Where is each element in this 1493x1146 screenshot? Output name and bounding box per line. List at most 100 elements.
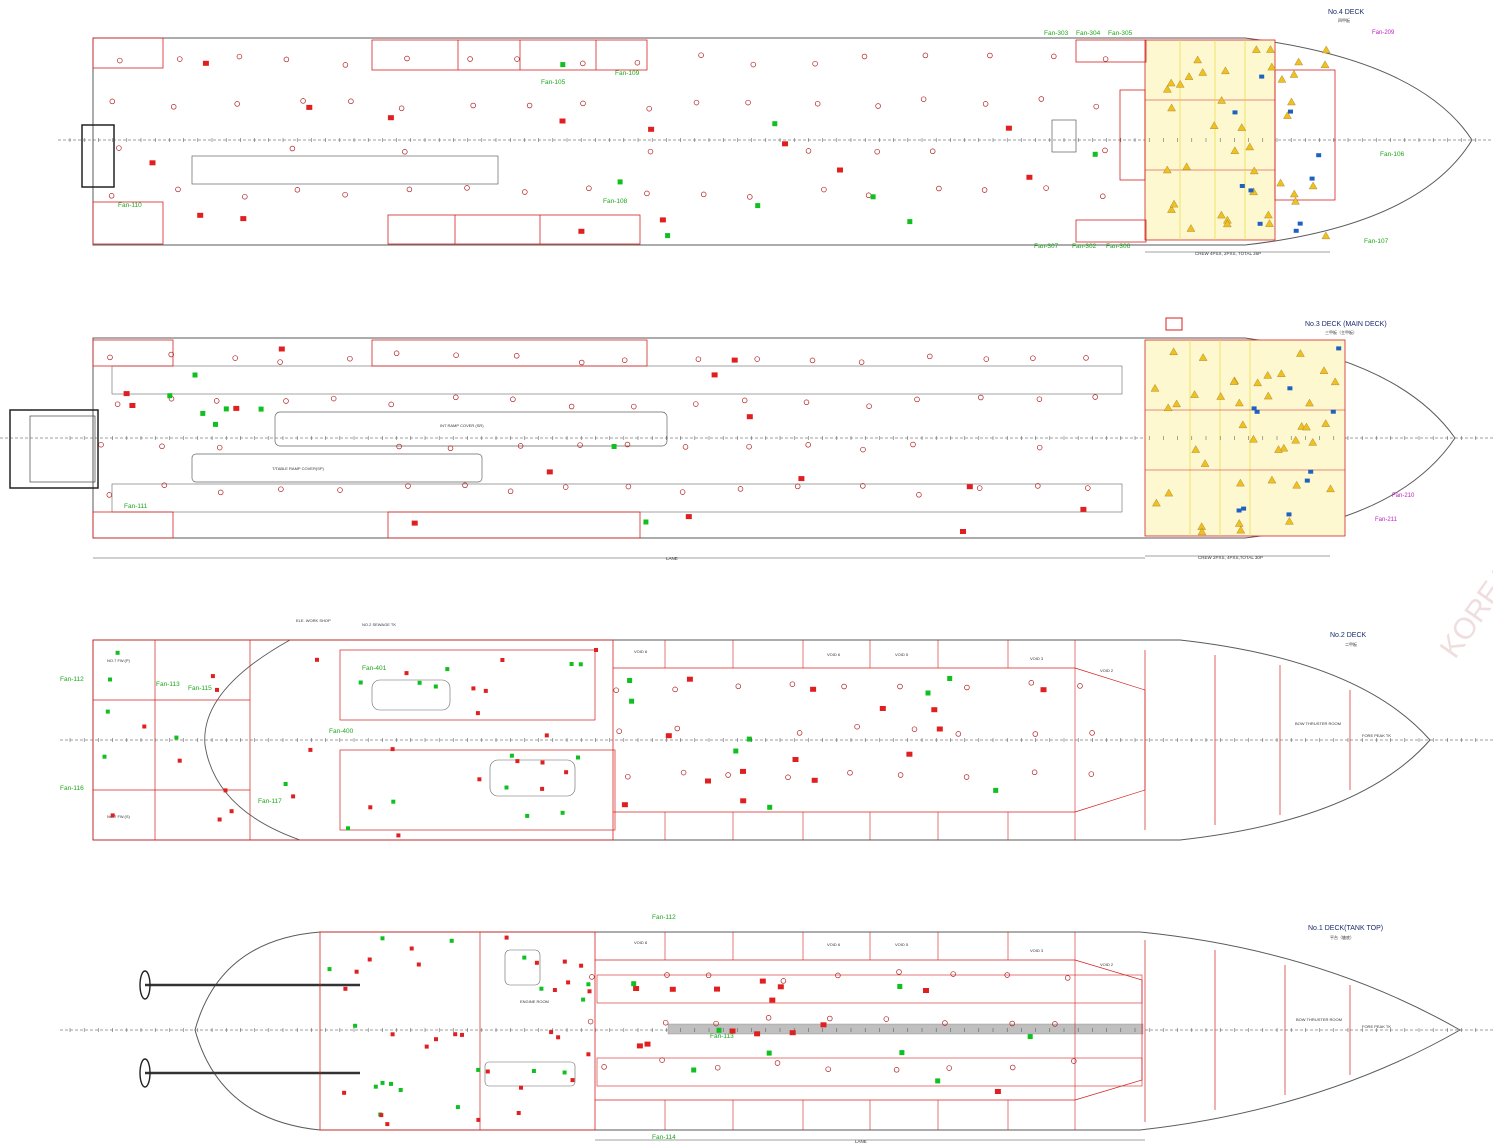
smoke-detector-icon <box>1263 391 1273 400</box>
equipment-icon <box>108 677 112 682</box>
sprinkler-icon <box>624 441 631 448</box>
sprinkler-icon <box>177 56 183 62</box>
sprinkler-icon <box>634 59 641 66</box>
equipment-icon <box>110 813 115 818</box>
equipment-icon <box>385 1122 390 1127</box>
exit-sign-icon <box>627 678 633 683</box>
equipment-icon <box>358 680 363 685</box>
fan-label: Fan-210 <box>1392 493 1415 499</box>
sprinkler-icon <box>289 145 296 152</box>
sprinkler-icon <box>217 489 224 496</box>
sprinkler-icon <box>236 53 243 60</box>
alarm-icon <box>1336 346 1342 351</box>
sprinkler-icon <box>580 100 586 107</box>
smoke-detector-icon <box>1167 205 1176 213</box>
exit-sign-icon <box>947 676 953 681</box>
smoke-detector-icon <box>1266 45 1275 53</box>
smoke-detector-icon <box>1252 45 1261 53</box>
sprinkler-icon <box>746 443 752 450</box>
smoke-detector-icon <box>1330 377 1340 386</box>
sprinkler-icon <box>510 396 516 403</box>
sprinkler-icon <box>1102 147 1108 154</box>
deck3-title: No.3 DECK (MAIN DECK) <box>1305 321 1387 328</box>
sprinkler-icon <box>453 394 459 401</box>
extinguisher-icon <box>686 676 693 682</box>
sprinkler-icon <box>858 359 865 365</box>
sprinkler-icon <box>747 194 753 200</box>
equipment-icon <box>115 650 120 655</box>
equipment-icon <box>174 735 179 740</box>
equipment-icon <box>380 936 385 941</box>
equipment-icon <box>142 724 147 729</box>
smoke-detector-icon <box>1191 445 1200 453</box>
sprinkler-icon <box>883 1016 890 1022</box>
equipment-icon <box>380 1080 385 1085</box>
equipment-icon <box>566 980 571 985</box>
smoke-detector-icon <box>1175 80 1185 88</box>
sprinkler-icon <box>116 145 122 151</box>
sprinkler-icon <box>106 492 113 498</box>
equipment-icon <box>504 785 509 790</box>
void-label: VOID 2 <box>1100 962 1114 967</box>
extinguisher-icon <box>1026 174 1033 180</box>
equipment-icon <box>509 753 514 758</box>
equipment-icon <box>215 687 219 692</box>
smoke-detector-icon <box>1217 96 1226 104</box>
smoke-detector-icon <box>1263 371 1272 379</box>
exit-sign-icon <box>772 121 778 127</box>
equipment-icon <box>416 962 421 967</box>
fan-label: Fan-400 <box>329 728 354 735</box>
sprinkler-icon <box>976 485 983 491</box>
equipment-icon <box>504 935 509 940</box>
sprinkler-icon <box>278 486 284 492</box>
equipment-icon <box>102 754 107 759</box>
sprinkler-icon <box>586 185 592 192</box>
extinguisher-icon <box>746 414 753 420</box>
equipment-icon <box>398 1088 403 1092</box>
extinguisher-icon <box>149 160 156 166</box>
exit-sign-icon <box>629 698 635 704</box>
exit-sign-icon <box>691 1067 697 1073</box>
sprinkler-icon <box>587 1018 594 1025</box>
extinguisher-icon <box>648 126 655 132</box>
exit-sign-icon <box>925 690 931 696</box>
void-label: VOID 8 <box>634 940 648 945</box>
alarm-icon <box>1257 221 1263 226</box>
equipment-icon <box>569 662 574 666</box>
sprinkler-icon <box>662 1019 669 1026</box>
sprinkler-icon <box>405 483 411 489</box>
sprinkler-icon <box>911 726 918 732</box>
alarm-icon <box>1293 228 1299 233</box>
extinguisher-icon <box>685 514 692 520</box>
sprinkler-icon <box>803 399 810 406</box>
smoke-detector-icon <box>1321 231 1331 240</box>
sprinkler-icon <box>117 57 123 64</box>
accommodation-block <box>1144 39 1276 241</box>
smoke-detector-icon <box>1193 55 1202 64</box>
equipment-icon <box>576 755 580 760</box>
sprinkler-icon <box>621 357 628 363</box>
stern-ramp <box>81 124 115 188</box>
sprinkler-icon <box>835 972 841 979</box>
alarm-icon <box>1286 512 1292 517</box>
sprinkler-icon <box>714 1064 721 1071</box>
bow-thruster-label: BOW THRUSTER ROOM <box>1296 1017 1342 1022</box>
exit-sign-icon <box>1027 1034 1033 1040</box>
extinguisher-icon <box>936 726 943 732</box>
extinguisher-icon <box>1005 125 1012 131</box>
sprinkler-icon <box>774 1060 781 1066</box>
sprinkler-icon <box>1028 680 1035 686</box>
void-label: VOID 3 <box>1030 656 1044 661</box>
smoke-detector-icon <box>1198 353 1208 361</box>
sprinkler-icon <box>789 681 796 687</box>
sprinkler-icon <box>517 443 524 449</box>
extinguisher-icon <box>994 1089 1001 1094</box>
sprinkler-icon <box>294 187 301 193</box>
smoke-detector-icon <box>1167 103 1176 112</box>
exit-sign-icon <box>192 372 198 378</box>
fan-label: Fan-107 <box>1364 238 1389 245</box>
equipment-icon <box>404 671 409 676</box>
alarm-icon <box>1330 409 1336 414</box>
sprinkler-icon <box>785 774 791 781</box>
sprinkler-icon <box>860 446 866 453</box>
